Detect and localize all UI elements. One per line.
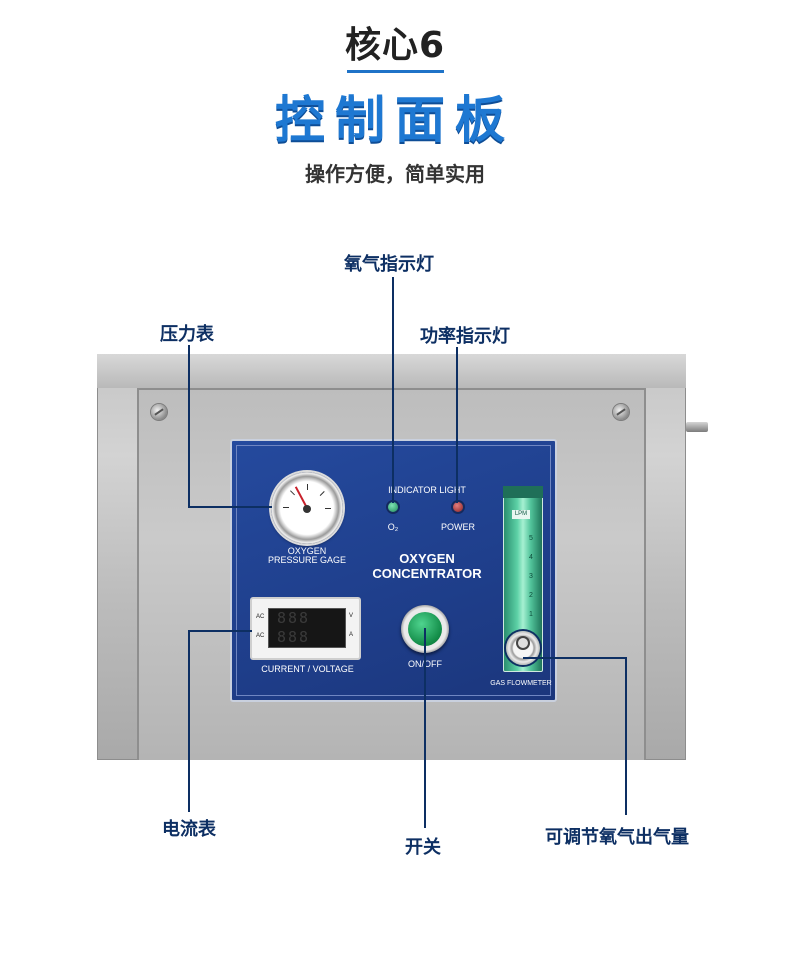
callout-oxygen-light: 氧气指示灯: [344, 254, 434, 275]
flowmeter-scale-mark: 3: [529, 573, 533, 580]
callout-line-oxygen-light: [392, 277, 394, 503]
meter-row-1-tag: AC: [256, 614, 265, 620]
flowmeter-scale-mark: 1: [529, 611, 533, 618]
gauge-tick: [283, 507, 289, 508]
page-subtitle: 操作方便，简单实用: [305, 162, 485, 186]
gauge-tick: [325, 508, 331, 509]
product-name-line-2: CONCENTRATOR: [372, 566, 482, 581]
callout-line-switch: [424, 628, 426, 828]
meter-row-2-unit: A: [349, 632, 354, 638]
power-indicator-light: [453, 502, 463, 512]
flowmeter-cap-label: LPM: [512, 510, 530, 519]
meter-row-1-unit: V: [349, 613, 354, 619]
flowmeter-scale-mark: 2: [529, 592, 533, 599]
flow-knob-indicator: [516, 636, 530, 650]
callout-line-flow-adjust: [523, 657, 627, 659]
meter-row-2-tag: AC: [256, 633, 265, 639]
oxygen-outlet-nozzle: [686, 422, 708, 432]
meter-row-1-digits: 888: [277, 609, 311, 627]
section-kicker: 核心6: [344, 25, 446, 66]
gauge-tick: [307, 484, 308, 490]
flowmeter-scale-mark: 4: [529, 554, 533, 561]
meter-row-2-digits: 888: [277, 628, 311, 646]
product-name-line-1: OXYGEN: [399, 551, 455, 566]
gauge-hub: [303, 505, 311, 513]
callout-pressure-gauge: 压力表: [160, 324, 214, 345]
flowmeter-caption: GAS FLOWMETER: [490, 680, 552, 687]
screw-icon: [151, 404, 167, 420]
flowmeter-scale-mark: 5: [529, 535, 533, 542]
callout-line-pressure-gauge: [188, 345, 190, 507]
o2-indicator-light: [388, 502, 398, 512]
o2-light-label: O₂: [387, 522, 399, 532]
meter-display: [268, 608, 346, 648]
page-title: 控制面板: [275, 91, 515, 149]
callout-line-pressure-gauge: [188, 506, 272, 508]
callout-switch: 开关: [405, 837, 441, 858]
gauge-label-line-1: OXYGEN: [287, 546, 327, 556]
indicator-light-title: INDICATOR LIGHT: [388, 485, 466, 495]
callout-line-ammeter: [188, 630, 252, 632]
callout-line-ammeter: [188, 630, 190, 812]
flowmeter-cap: [503, 486, 543, 498]
callout-ammeter: 电流表: [162, 819, 216, 840]
screw-icon: [613, 404, 629, 420]
cabinet-top-bevel: [97, 354, 686, 388]
power-light-label: POWER: [440, 522, 475, 532]
gauge-label-line-2: PRESSURE GAGE: [267, 555, 347, 565]
kicker-underline: [347, 70, 444, 73]
callout-power-light: 功率指示灯: [420, 326, 510, 347]
meter-caption: CURRENT / VOLTAGE: [261, 664, 354, 674]
callout-flow-adjust: 可调节氧气出气量: [545, 827, 689, 848]
callout-line-power-light: [456, 347, 458, 503]
callout-line-flow-adjust: [625, 657, 627, 815]
